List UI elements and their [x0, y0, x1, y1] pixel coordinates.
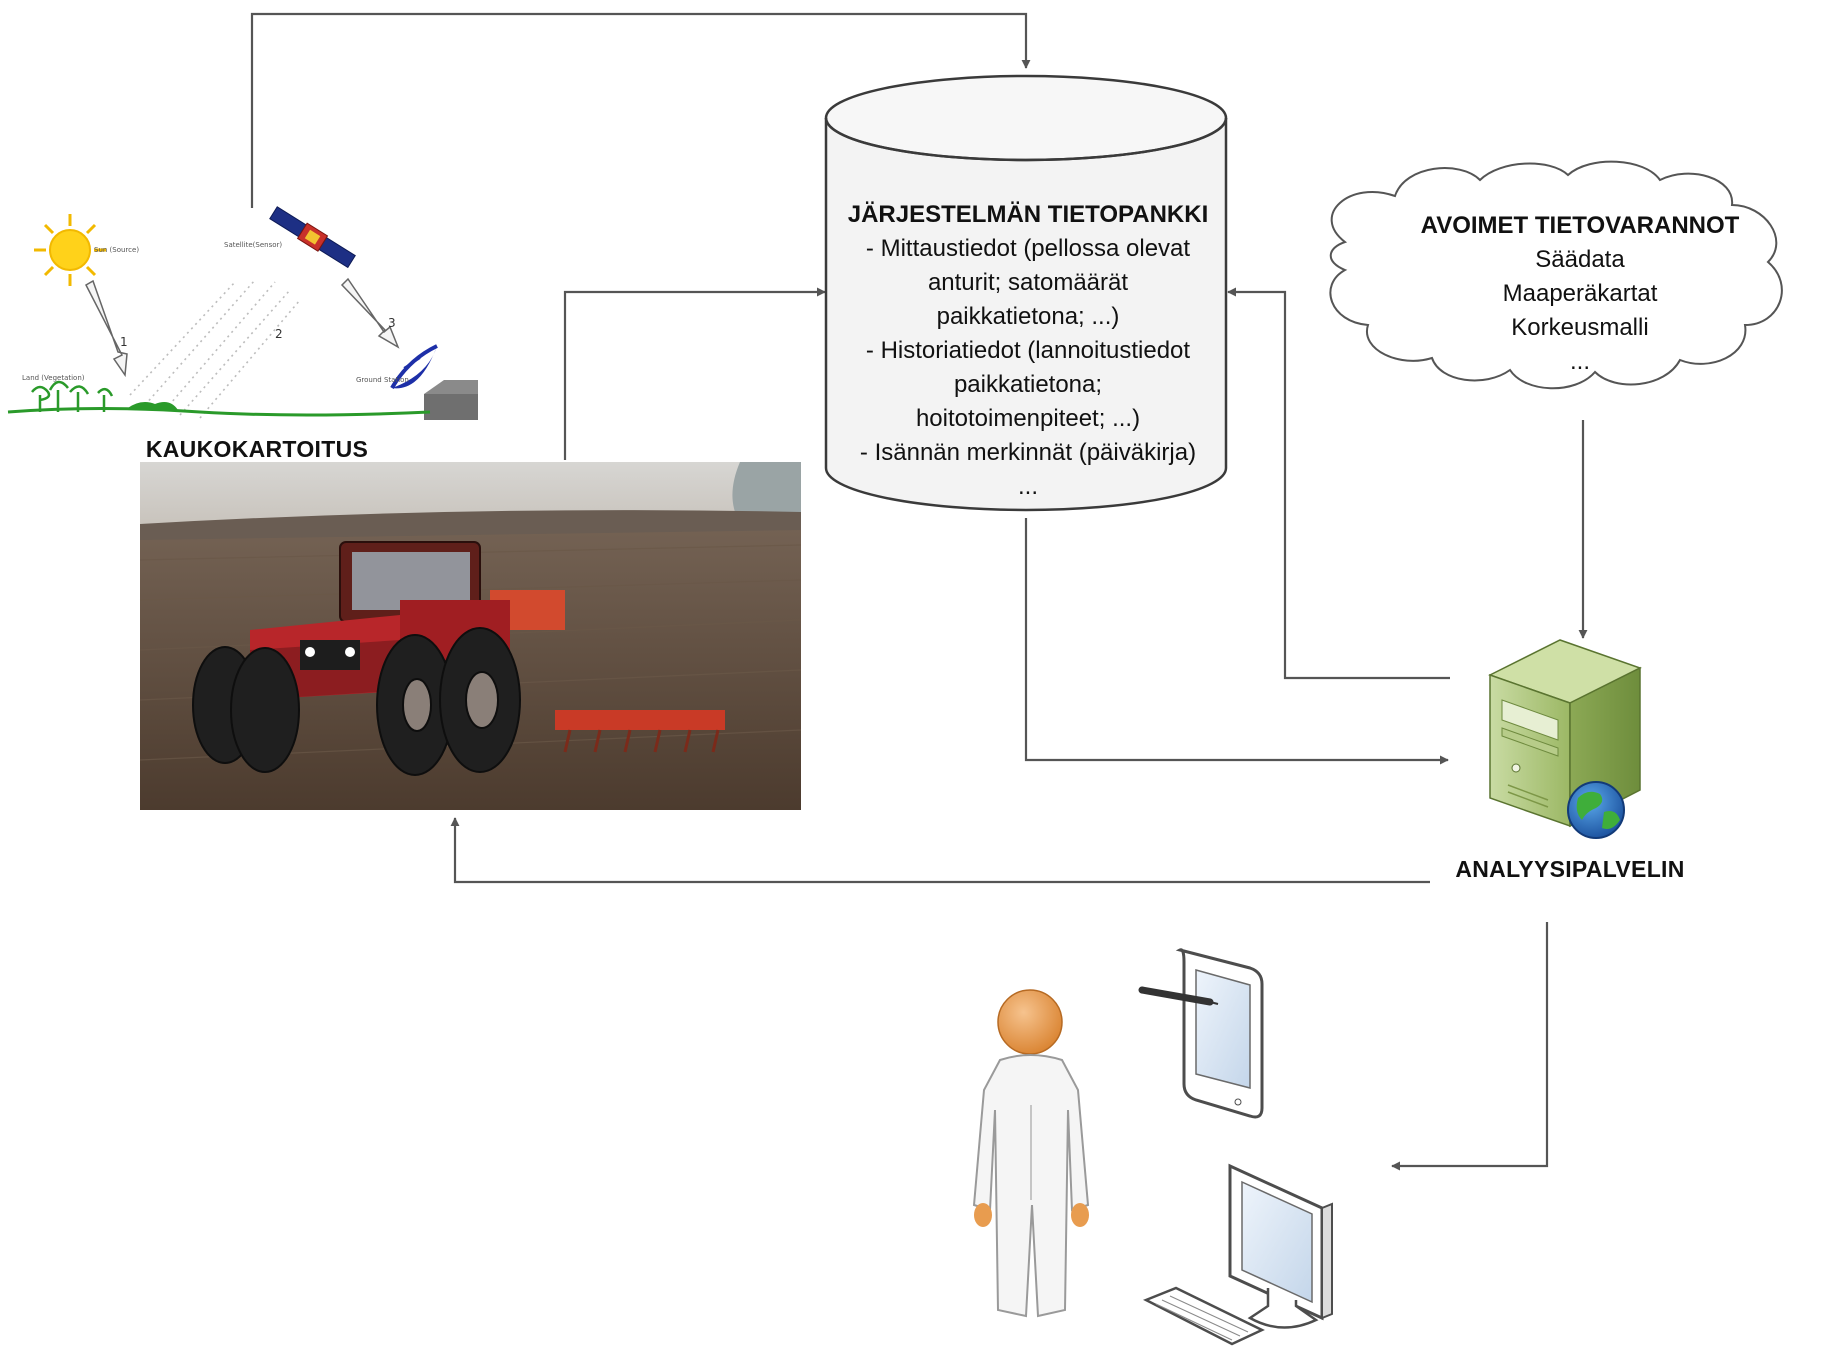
- satellite-dish-icon: [390, 344, 478, 420]
- cloud-line: Korkeusmalli: [1511, 314, 1649, 341]
- remote-sensing-illustration: Sun (Source) 1 2 Satellite(Sensor) 3: [7, 206, 478, 420]
- reflection-beams: [129, 279, 301, 419]
- database-line: - Isännän merkinnät (päiväkirja): [859, 439, 1197, 466]
- cloud-line: Säädata: [1535, 246, 1625, 273]
- flow-arrows: [250, 12, 1588, 1171]
- svg-text:2: 2: [275, 327, 283, 341]
- server-icon: [1488, 639, 1642, 828]
- arrow-remote-to-database: [250, 12, 1031, 208]
- svg-text:1: 1: [120, 335, 128, 349]
- database-line: paikkatietona; ...): [936, 303, 1120, 330]
- database-title: JÄRJESTELMÄN TIETOPANKKI: [847, 201, 1209, 228]
- database-line: anturit; satomäärät: [927, 269, 1129, 296]
- remote-sensing-label: KAUKOKARTOITUS: [145, 436, 369, 462]
- tractor-photo: [139, 462, 802, 810]
- sun-icon: [34, 214, 106, 286]
- harrow-implement: [490, 590, 725, 753]
- tractor-wheels: [192, 627, 521, 776]
- desktop-computer-icon: [1142, 1163, 1333, 1346]
- ground-vegetation: [7, 380, 431, 417]
- downlink-arrow-3: 3: [340, 277, 400, 349]
- database-text: JÄRJESTELMÄN TIETOPANKKI - Mittaustiedot…: [828, 198, 1228, 504]
- arrow-database-to-server: [1024, 518, 1449, 765]
- svg-text:Satellite(Sensor): Satellite(Sensor): [224, 241, 282, 249]
- tablet-icon: [1138, 948, 1264, 1119]
- database-line: - Mittaustiedot (pellossa olevat: [865, 235, 1191, 262]
- database-cylinder: [824, 74, 1228, 512]
- satellite-icon: [269, 206, 356, 269]
- energy-arrow-1: 1: [85, 279, 128, 378]
- analysis-server-label: ANALYYSIPALVELIN: [1455, 856, 1685, 882]
- globe-icon: [1567, 781, 1625, 839]
- arrow-tractor-to-database: [563, 287, 826, 460]
- database-line: paikkatietona;: [953, 371, 1103, 398]
- cloud-title: AVOIMET TIETOVARANNOT: [1420, 212, 1740, 239]
- arrow-server-to-tractor: [450, 817, 1430, 884]
- person-icon: [972, 989, 1090, 1318]
- svg-text:Sun (Source): Sun (Source): [94, 246, 139, 254]
- database-line: hoitotoimenpiteet; ...): [915, 405, 1141, 432]
- open-data-cloud: [1329, 160, 1783, 390]
- cloud-line: ...: [1569, 348, 1590, 375]
- database-line: ...: [1017, 473, 1038, 500]
- arrow-server-to-database: [1227, 287, 1450, 680]
- cloud-line: Maaperäkartat: [1502, 280, 1658, 307]
- database-line: - Historiatiedot (lannoitustiedot: [865, 337, 1191, 364]
- svg-text:Ground Station: Ground Station: [356, 376, 409, 384]
- svg-text:3: 3: [388, 316, 396, 330]
- svg-text:Land (Vegetation): Land (Vegetation): [22, 374, 85, 382]
- arrow-server-to-user: [1391, 922, 1549, 1171]
- cloud-text: AVOIMET TIETOVARANNOT Säädata Maaperäkar…: [1380, 209, 1780, 379]
